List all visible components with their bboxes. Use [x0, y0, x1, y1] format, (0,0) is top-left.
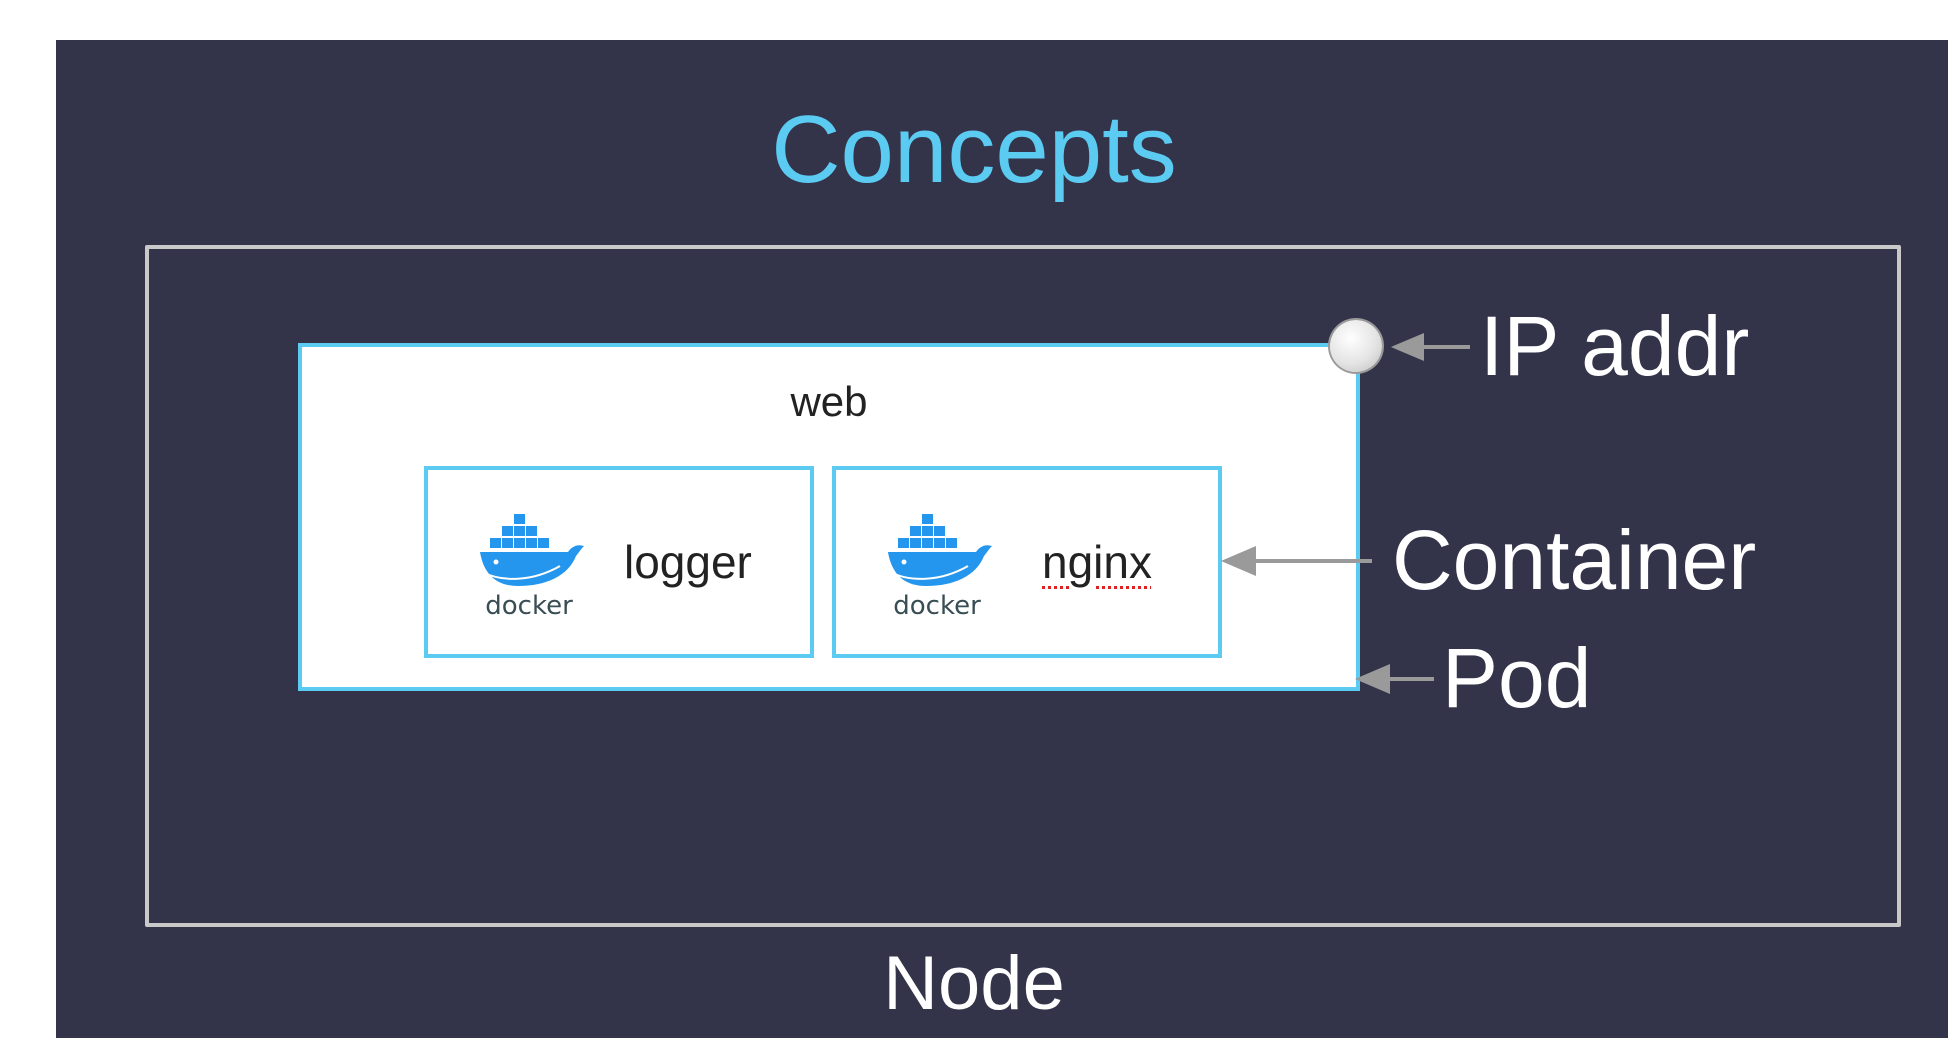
callout-container: Container [1392, 513, 1757, 607]
docker-logo-text: docker [893, 591, 981, 620]
docker-logo-text: docker [485, 591, 573, 620]
docker-logo-icon: docker [888, 514, 992, 620]
container-name-logger: logger [624, 536, 752, 588]
container-nginx: docker nginx [832, 466, 1222, 658]
container-logger: docker logger [424, 466, 814, 658]
docker-logo-icon: docker [480, 514, 584, 620]
callout-ip-address: IP addr [1480, 299, 1750, 393]
container-name-nginx: nginx [1042, 536, 1152, 588]
callout-pod: Pod [1442, 631, 1592, 725]
node-label: Node [883, 941, 1065, 1026]
node-box [145, 245, 1901, 927]
slide-title: Concepts [771, 96, 1177, 203]
ip-address-dot [1330, 320, 1382, 372]
